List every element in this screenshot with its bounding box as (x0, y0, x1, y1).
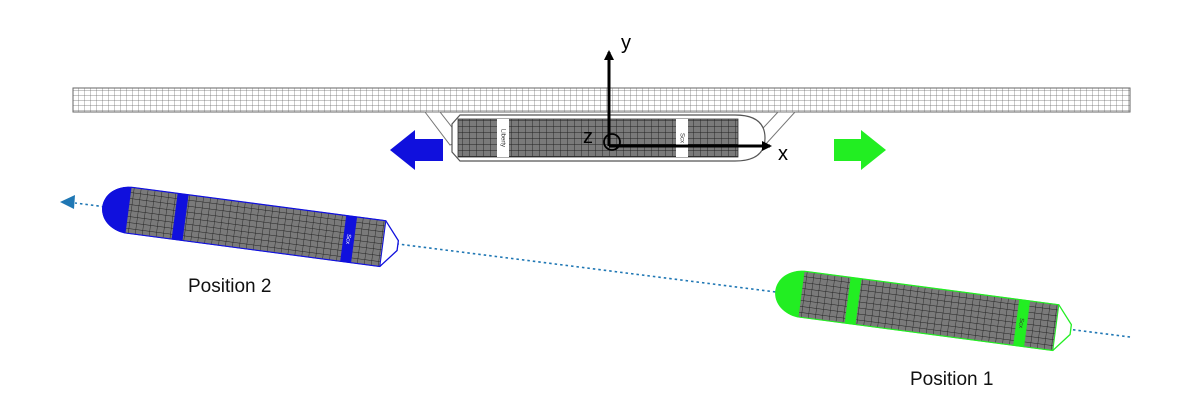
position-1-label: Position 1 (910, 369, 993, 390)
ship-position-1-marking: Scx (1017, 318, 1024, 329)
ship-position-1-band-2 (1013, 299, 1031, 347)
ship-position-2-band-2 (340, 215, 358, 263)
green-right-arrow-icon (834, 130, 886, 170)
y-axis-label: y (621, 32, 631, 54)
blue-left-arrow-icon (390, 130, 443, 170)
ship-position-1-band-1 (844, 277, 862, 325)
coordinate-axes: y x z (583, 32, 788, 165)
ship-position-1-bow (775, 271, 805, 317)
ship-position-2-marking: Scx (344, 234, 351, 245)
z-axis-label: z (583, 126, 593, 148)
ship-position-2: Scx (102, 186, 400, 268)
x-axis-label: x (778, 143, 788, 165)
ship-position-2-band-1 (171, 193, 189, 241)
arrowhead-icon (60, 195, 75, 209)
position-2-label: Position 2 (188, 276, 271, 297)
moored-ship-marking-right: Scx (678, 133, 684, 143)
quay-structure (72, 87, 1131, 113)
moored-ship-marking-left: Liberty (499, 129, 505, 147)
moored-ship-band-left (497, 119, 509, 157)
z-axis-origin-circle (603, 133, 621, 151)
ship-position-1: Scx (775, 270, 1073, 352)
